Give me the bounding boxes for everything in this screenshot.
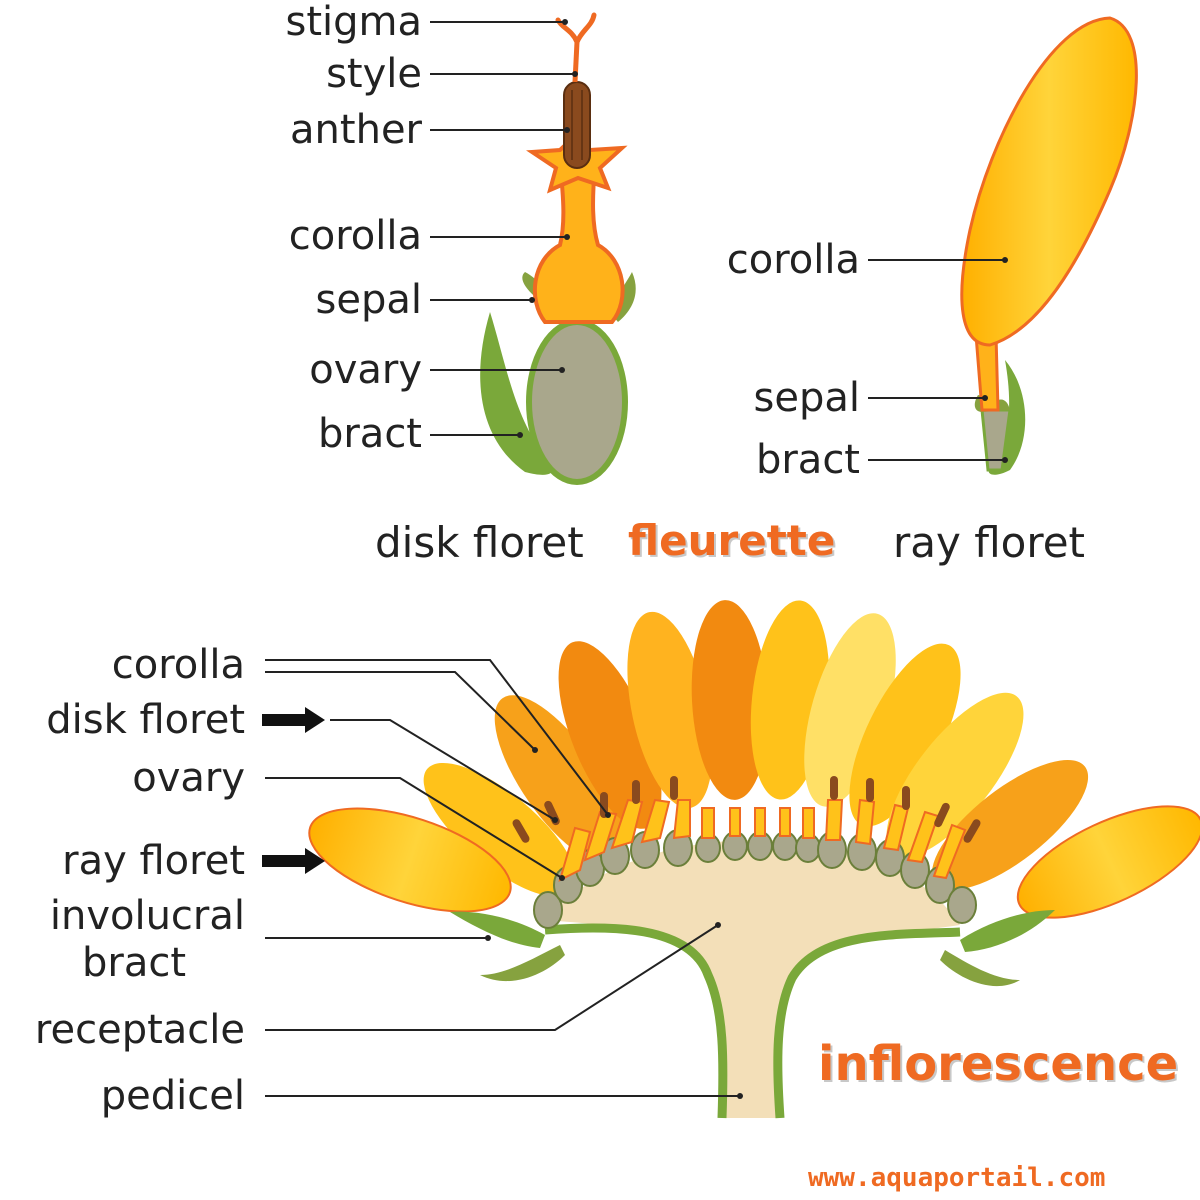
label-pedicel: pedicel bbox=[100, 1073, 245, 1119]
ray-bract-shape bbox=[988, 360, 1026, 475]
label-involucral: involucral bbox=[49, 893, 245, 939]
label-ovary-disk: ovary bbox=[309, 347, 422, 393]
leader-lines bbox=[265, 21, 1005, 1097]
involucral-bract-right-1 bbox=[960, 910, 1055, 952]
disk-floret-illustration bbox=[480, 12, 636, 485]
label-receptacle: receptacle bbox=[34, 1007, 245, 1053]
disk-floret-corollas bbox=[558, 798, 967, 882]
label-anther: anther bbox=[290, 107, 422, 153]
label-sepal-disk: sepal bbox=[315, 277, 422, 323]
ray-floret-arrow-icon bbox=[262, 848, 325, 874]
label-stigma: stigma bbox=[285, 0, 422, 45]
disk-floret-arrow-icon bbox=[262, 707, 325, 733]
disk-anther-shape bbox=[563, 81, 591, 169]
website-link[interactable]: www.aquaportail.com bbox=[808, 1163, 1106, 1193]
pedicel-outline-right bbox=[773, 927, 961, 1119]
receptacle-shape bbox=[545, 840, 960, 1118]
arrow-icons bbox=[262, 707, 325, 874]
disk-floret-anthers bbox=[512, 776, 981, 843]
label-corolla-ray: corolla bbox=[726, 237, 860, 283]
disk-corolla-shape bbox=[532, 163, 625, 324]
caption-ray-floret: ray floret bbox=[893, 518, 1086, 567]
involucral-bract-right-2 bbox=[940, 950, 1020, 987]
label-style: style bbox=[326, 51, 422, 97]
label-bract-ray: bract bbox=[755, 437, 860, 483]
label-corolla-inflorescence: corolla bbox=[111, 642, 245, 688]
label-corolla-disk: corolla bbox=[288, 213, 422, 259]
label-bract-disk: bract bbox=[317, 411, 422, 457]
label-involucral-bract: bract bbox=[82, 940, 187, 986]
caption-fleurette: fleurette bbox=[628, 516, 836, 565]
label-ovary-inflorescence: ovary bbox=[132, 755, 245, 801]
pedicel-outline-left bbox=[544, 923, 728, 1119]
involucral-bract-left-1 bbox=[450, 911, 545, 948]
disk-ovary-shape bbox=[526, 319, 628, 485]
label-disk-floret-inflorescence: disk floret bbox=[46, 697, 245, 743]
involucral-bract-left-2 bbox=[480, 945, 565, 982]
ray-floret-illustration bbox=[960, 16, 1138, 475]
leader-dots bbox=[485, 19, 1008, 1099]
label-sepal-ray: sepal bbox=[753, 375, 860, 421]
ray-petal-right bbox=[1016, 805, 1200, 919]
inflorescence-title: inflorescence bbox=[818, 1036, 1179, 1092]
caption-disk-floret: disk floret bbox=[375, 518, 584, 567]
disk-stigma-shape bbox=[555, 12, 597, 45]
ray-corolla-shape bbox=[960, 16, 1138, 347]
ray-petal-left bbox=[308, 807, 512, 913]
label-ray-floret-inflorescence: ray floret bbox=[62, 838, 245, 884]
